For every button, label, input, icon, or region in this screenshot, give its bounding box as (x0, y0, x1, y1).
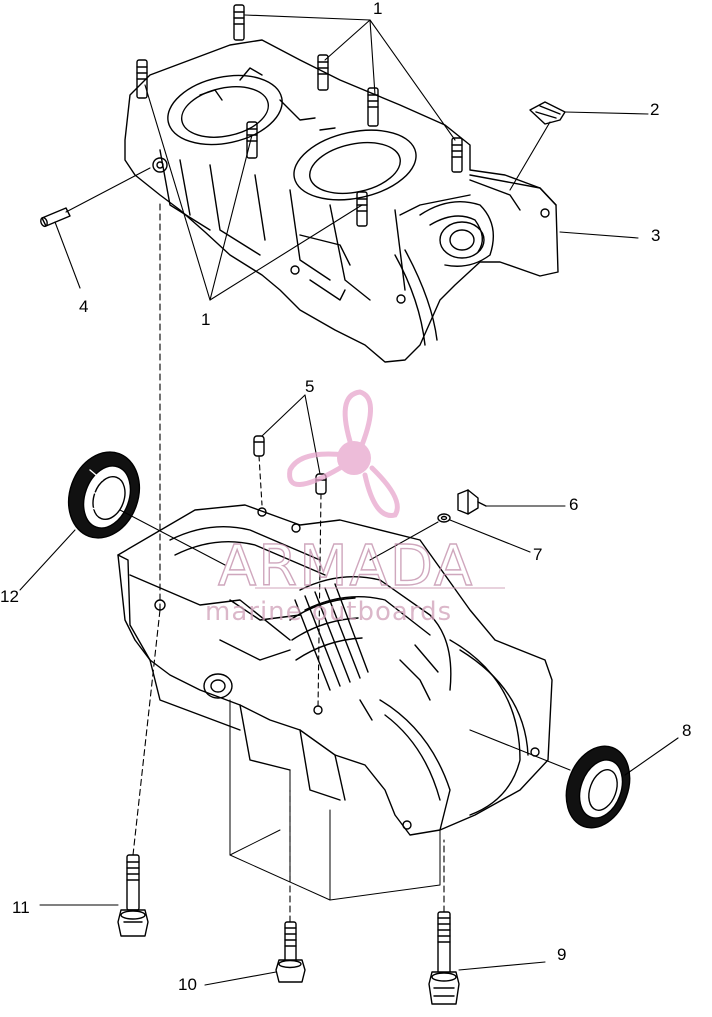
part-12-oil-seal (67, 451, 141, 539)
stud (233, 4, 245, 41)
callout-11: 11 (12, 898, 30, 917)
part-11-bolt (117, 854, 149, 937)
stud (136, 59, 148, 99)
part-9-bolt (428, 911, 460, 1005)
watermark-logo-icon: ARMADA marine outboards (205, 389, 505, 627)
watermark-brand: ARMADA (218, 534, 474, 599)
upper-studs (136, 4, 463, 227)
lower-crankcase (117, 504, 553, 901)
part-4-dowel (40, 207, 71, 228)
callout-2: 2 (650, 100, 660, 119)
leader-lines (19, 14, 679, 986)
part-8-oil-seal (565, 745, 631, 829)
watermark-tagline: marine outboards (205, 597, 452, 627)
callout-5: 5 (305, 377, 315, 396)
stud (246, 121, 258, 159)
part-5-dowels (253, 435, 327, 495)
callout-8: 8 (682, 721, 692, 740)
callout-3: 3 (651, 226, 661, 245)
callout-10: 10 (178, 975, 197, 994)
callout-1-top: 1 (373, 0, 383, 18)
part-6-screw (457, 489, 487, 515)
callout-6: 6 (569, 495, 579, 514)
callout-12: 12 (0, 587, 19, 606)
callout-1-bottom: 1 (201, 310, 211, 329)
part-10-bolt (275, 921, 306, 983)
stud (451, 137, 463, 173)
upper-crankcase (124, 39, 559, 363)
part-2-clip (529, 101, 566, 125)
stud (367, 87, 379, 127)
callout-4: 4 (79, 297, 89, 316)
callout-9: 9 (557, 945, 567, 964)
stud (317, 54, 329, 91)
callout-7: 7 (533, 545, 543, 564)
part-7-washer (437, 513, 451, 523)
